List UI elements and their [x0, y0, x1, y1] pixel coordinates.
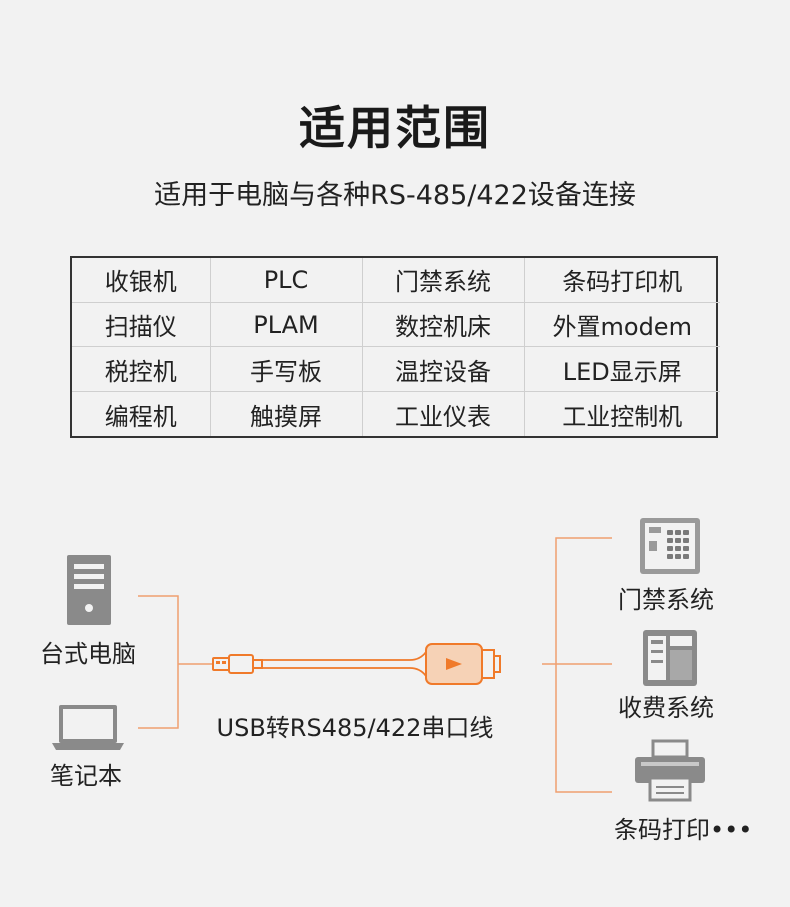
- page-subtitle: 适用于电脑与各种RS-485/422设备连接: [154, 180, 636, 211]
- toll-system-label: 收费系统: [618, 694, 714, 722]
- table-row: 收银机 PLC 门禁系统 条码打印机: [72, 258, 720, 303]
- laptop-label: 笔记本: [50, 762, 122, 790]
- table-cell: 工业控制机: [562, 402, 683, 431]
- desktop-label: 台式电脑: [40, 640, 136, 668]
- barcode-printer-icon: [635, 739, 705, 802]
- table-cell: 工业仪表: [362, 391, 525, 436]
- table-cell: 手写板: [210, 346, 363, 393]
- table-cell: 税控机: [72, 346, 211, 393]
- table-cell: PLC: [210, 258, 363, 303]
- barcode-printer-label: 条码打印•••: [614, 816, 753, 844]
- table-row: 税控机 手写板 温控设备 LED显示屏: [72, 346, 720, 393]
- device-table: 收银机 PLC 门禁系统 条码打印机 扫描仪 PLAM 数控机床 外置modem…: [70, 256, 720, 438]
- table-cell: 触摸屏: [210, 391, 363, 436]
- laptop-icon: [52, 705, 124, 750]
- access-control-keypad-icon: [640, 518, 700, 574]
- access-control-label: 门禁系统: [618, 586, 714, 614]
- table-cell: 温控设备: [362, 346, 525, 393]
- left-connector-lines: [138, 595, 212, 729]
- cable-label: USB转RS485/422串口线: [216, 714, 494, 742]
- table-cell: 编程机: [72, 391, 211, 436]
- usb-cable-icon: [212, 643, 501, 685]
- table-cell: LED显示屏: [524, 346, 720, 393]
- table-cell: 数控机床: [362, 302, 525, 348]
- table-cell: PLAM: [210, 302, 363, 348]
- table-cell: 外置modem: [524, 302, 720, 348]
- receipt-printer-icon: [643, 630, 697, 686]
- table-cell: 扫描仪: [72, 302, 211, 348]
- table-cell: 门禁系统: [362, 258, 525, 303]
- table-cell: 收银机: [72, 258, 211, 303]
- table-row: 编程机 触摸屏 工业仪表 工业控制机: [72, 391, 720, 436]
- desktop-tower-icon: [67, 555, 111, 625]
- table-row: 扫描仪 PLAM 数控机床 外置modem: [72, 302, 720, 348]
- page-title: 适用范围: [299, 101, 491, 155]
- table-cell: 条码打印机: [524, 258, 720, 303]
- right-connector-lines: [542, 537, 612, 793]
